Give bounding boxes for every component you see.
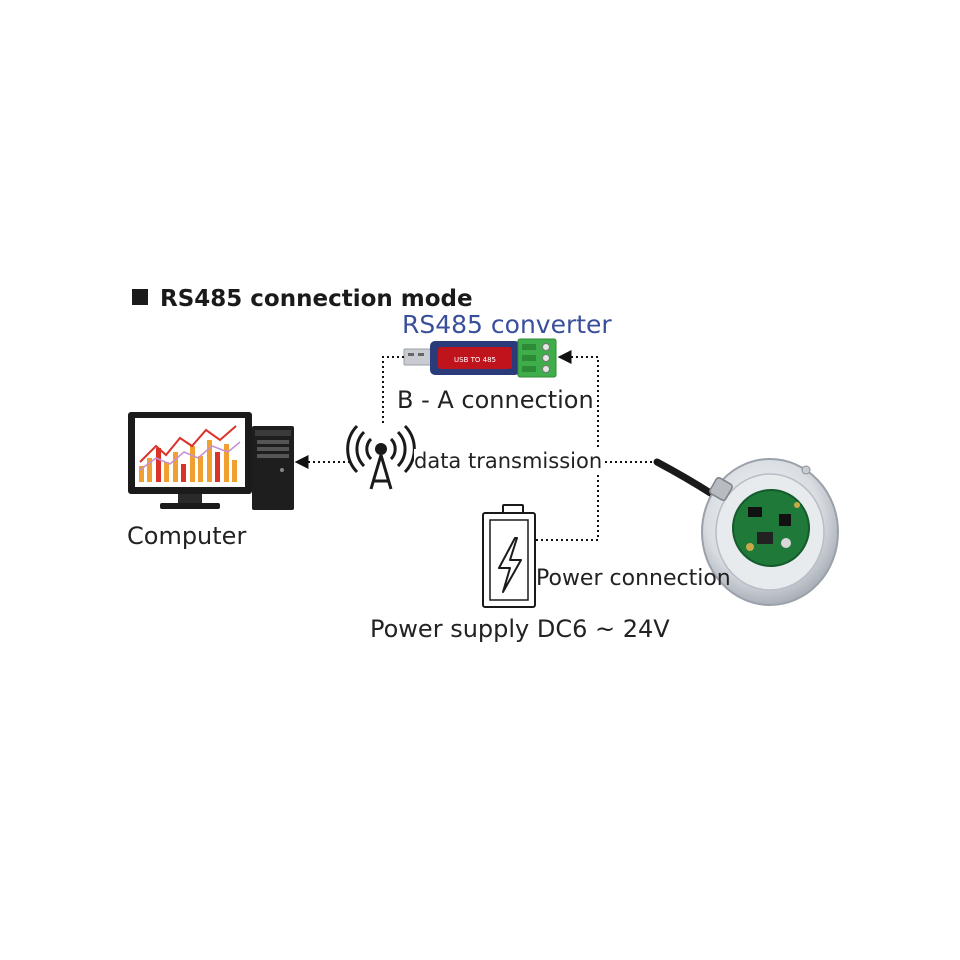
computer-tower-icon: [252, 426, 294, 510]
computer-label: Computer: [127, 522, 246, 550]
power-supply-label: Power supply DC6 ~ 24V: [370, 615, 670, 643]
usb-converter-icon: USB TO 485: [404, 339, 556, 377]
battery-icon: [483, 505, 535, 607]
converter-print-text: USB TO 485: [454, 356, 496, 364]
computer-monitor-icon: [128, 412, 252, 509]
power-connection-label: Power connection: [536, 566, 731, 591]
ba-connection-label: B - A connection: [397, 386, 594, 414]
page-title: RS485 connection mode: [132, 286, 473, 312]
title-text: RS485 connection mode: [160, 286, 473, 312]
antenna-icon: [348, 426, 415, 489]
line-battery-to-junction: [536, 462, 598, 540]
data-transmission-label: data transmission: [414, 449, 604, 473]
square-bullet-icon: [132, 289, 148, 305]
converter-label: RS485 converter: [402, 310, 612, 339]
